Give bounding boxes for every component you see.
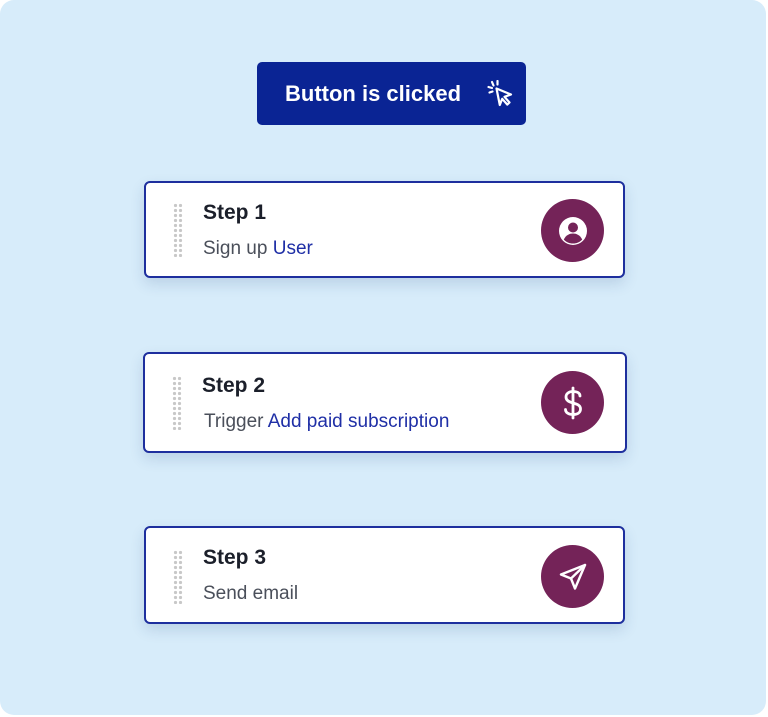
- trigger-label: Button is clicked: [285, 80, 462, 106]
- send-icon: [541, 545, 604, 608]
- step-description: Trigger Add paid subscription: [204, 411, 449, 433]
- step-title: Step 3: [203, 546, 267, 569]
- step-title: Step 1: [203, 201, 267, 224]
- user-circle-icon: [541, 199, 604, 262]
- step-card-1[interactable]: Step 1 Sign up User: [144, 181, 625, 278]
- cursor-click-icon: [487, 79, 515, 108]
- drag-handle[interactable]: [173, 550, 183, 604]
- step-action-text: Send email: [203, 583, 299, 604]
- step-description: Send email: [203, 583, 298, 605]
- step-link[interactable]: User: [272, 238, 313, 259]
- step-description: Sign up User: [203, 238, 313, 260]
- step-card-2[interactable]: Step 2 Trigger Add paid subscription: [143, 352, 627, 453]
- step-link[interactable]: Add paid subscription: [267, 411, 450, 432]
- drag-handle[interactable]: [172, 376, 182, 430]
- step-title: Step 2: [202, 374, 266, 397]
- step-action-text: Trigger: [204, 411, 264, 432]
- step-card-3[interactable]: Step 3 Send email: [144, 526, 625, 624]
- dollar-icon: [541, 371, 604, 434]
- drag-handle[interactable]: [173, 203, 183, 257]
- trigger-button[interactable]: Button is clicked: [257, 62, 526, 125]
- step-action-text: Sign up: [203, 238, 268, 259]
